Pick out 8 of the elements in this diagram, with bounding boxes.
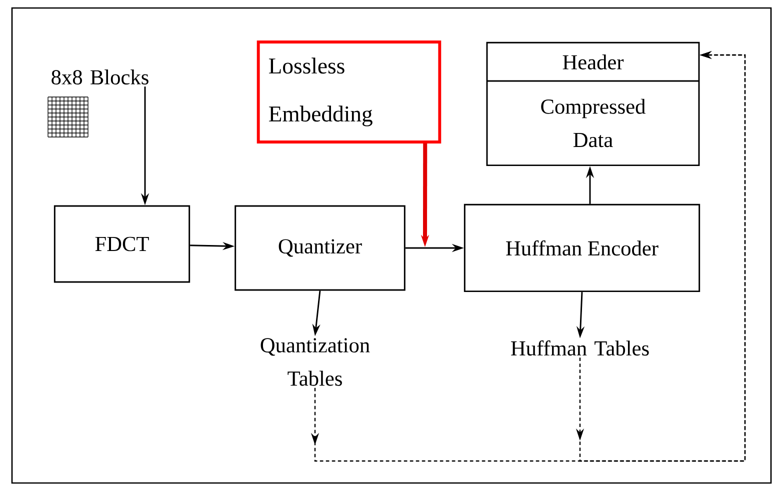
process-box: Quantizer [234,205,406,291]
label-text: Quantization Tables [260,338,370,386]
label-text: 8x8 Blocks [52,69,148,84]
text-box: Lossless Embedding [256,40,442,144]
process-box: Huffman Encoder [464,204,700,292]
process-box: FDCT [54,205,190,283]
record-box: Header Compressed Data [486,42,700,166]
label-text: Huffman Tables [511,340,649,356]
